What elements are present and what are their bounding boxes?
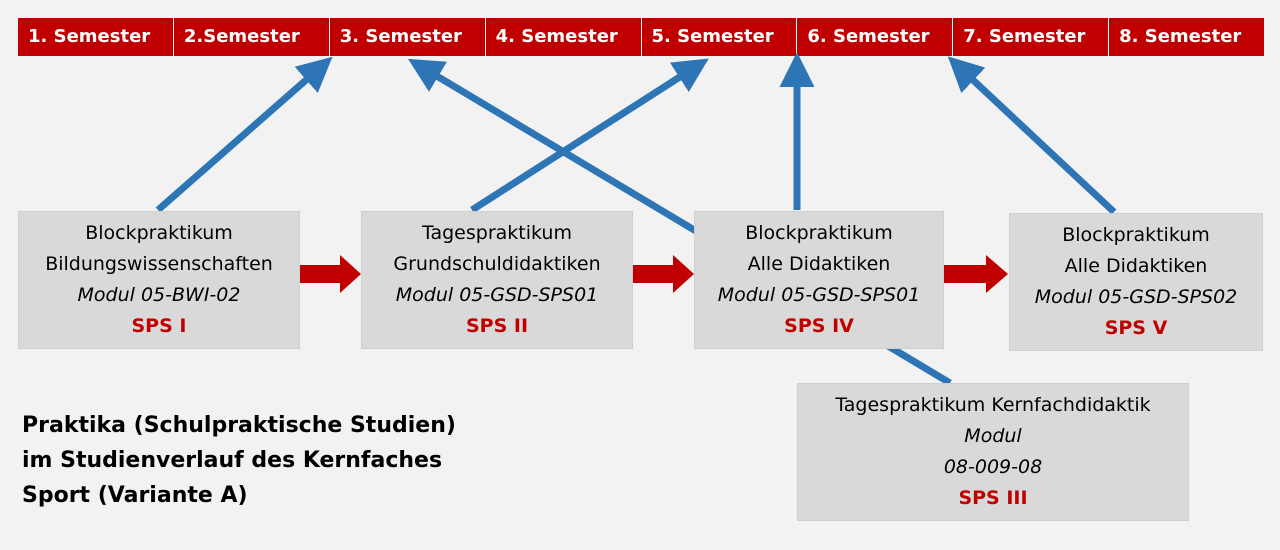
semester-8: 8. Semester bbox=[1119, 26, 1242, 47]
box-code: SPS III bbox=[958, 487, 1028, 509]
box-module: Modul 05-GSD-SPS01 bbox=[395, 284, 599, 306]
semester-1: 1. Semester bbox=[18, 18, 174, 56]
box-subtitle: Alle Didaktiken bbox=[1064, 255, 1208, 277]
arrow-sps5-to-semester-7 bbox=[947, 56, 1117, 215]
semester-bar: 1. Semester 2.Semester 3. Semester 4. Se… bbox=[18, 18, 1264, 56]
box-title: Blockpraktikum bbox=[85, 222, 233, 244]
box-module: Modul 05-GSD-SPS02 bbox=[1034, 286, 1238, 308]
arrow-sps2-to-semester-5 bbox=[470, 58, 709, 213]
box-module: Modul 05-GSD-SPS01 bbox=[717, 284, 921, 306]
box-sps-5: Blockpraktikum Alle Didaktiken Modul 05-… bbox=[1009, 213, 1263, 351]
semester-7: 7. Semester bbox=[953, 18, 1110, 56]
caption-line-3: Sport (Variante A) bbox=[22, 483, 248, 508]
box-code: SPS II bbox=[465, 315, 529, 337]
semester-5: 5. Semester bbox=[642, 18, 798, 56]
box-code: SPS I bbox=[131, 315, 187, 337]
red-arrow-4-to-5 bbox=[944, 255, 1008, 293]
diagram-caption: Praktika (Schulpraktische Studien) im St… bbox=[22, 408, 456, 513]
box-code: SPS IV bbox=[784, 315, 854, 337]
box-title: Tagespraktikum bbox=[422, 222, 572, 244]
semester-4: 4. Semester bbox=[486, 18, 642, 56]
box-title: Tagespraktikum Kernfachdidaktik bbox=[835, 394, 1151, 416]
red-arrow-2-to-4 bbox=[633, 255, 694, 293]
semester-6: 6. Semester bbox=[797, 18, 954, 56]
box-title: Blockpraktikum bbox=[745, 222, 893, 244]
box-sps-3: Tagespraktikum Kernfachdidaktik Modul 08… bbox=[797, 383, 1189, 521]
box-module: Modul 05-BWI-02 bbox=[77, 284, 241, 306]
box-module-label: Modul bbox=[964, 425, 1022, 447]
box-sps-1: Blockpraktikum Bildungswissenschaften Mo… bbox=[18, 211, 300, 349]
caption-line-1: Praktika (Schulpraktische Studien) bbox=[22, 413, 456, 438]
box-subtitle: Grundschuldidaktiken bbox=[393, 253, 601, 275]
box-subtitle: Bildungswissenschaften bbox=[45, 253, 273, 275]
caption-line-2: im Studienverlauf des Kernfaches bbox=[22, 448, 443, 473]
box-module-number: 08-009-08 bbox=[943, 456, 1043, 478]
box-subtitle: Alle Didaktiken bbox=[747, 253, 891, 275]
box-code: SPS V bbox=[1104, 317, 1168, 339]
semester-2: 2.Semester bbox=[174, 18, 330, 56]
semester-3: 3. Semester bbox=[330, 18, 486, 56]
red-arrow-1-to-2 bbox=[300, 255, 361, 293]
box-title: Blockpraktikum bbox=[1062, 224, 1210, 246]
arrow-sps1-to-semester-3 bbox=[155, 56, 333, 213]
box-sps-2: Tagespraktikum Grundschuldidaktiken Modu… bbox=[361, 211, 633, 349]
box-sps-4: Blockpraktikum Alle Didaktiken Modul 05-… bbox=[694, 211, 944, 349]
